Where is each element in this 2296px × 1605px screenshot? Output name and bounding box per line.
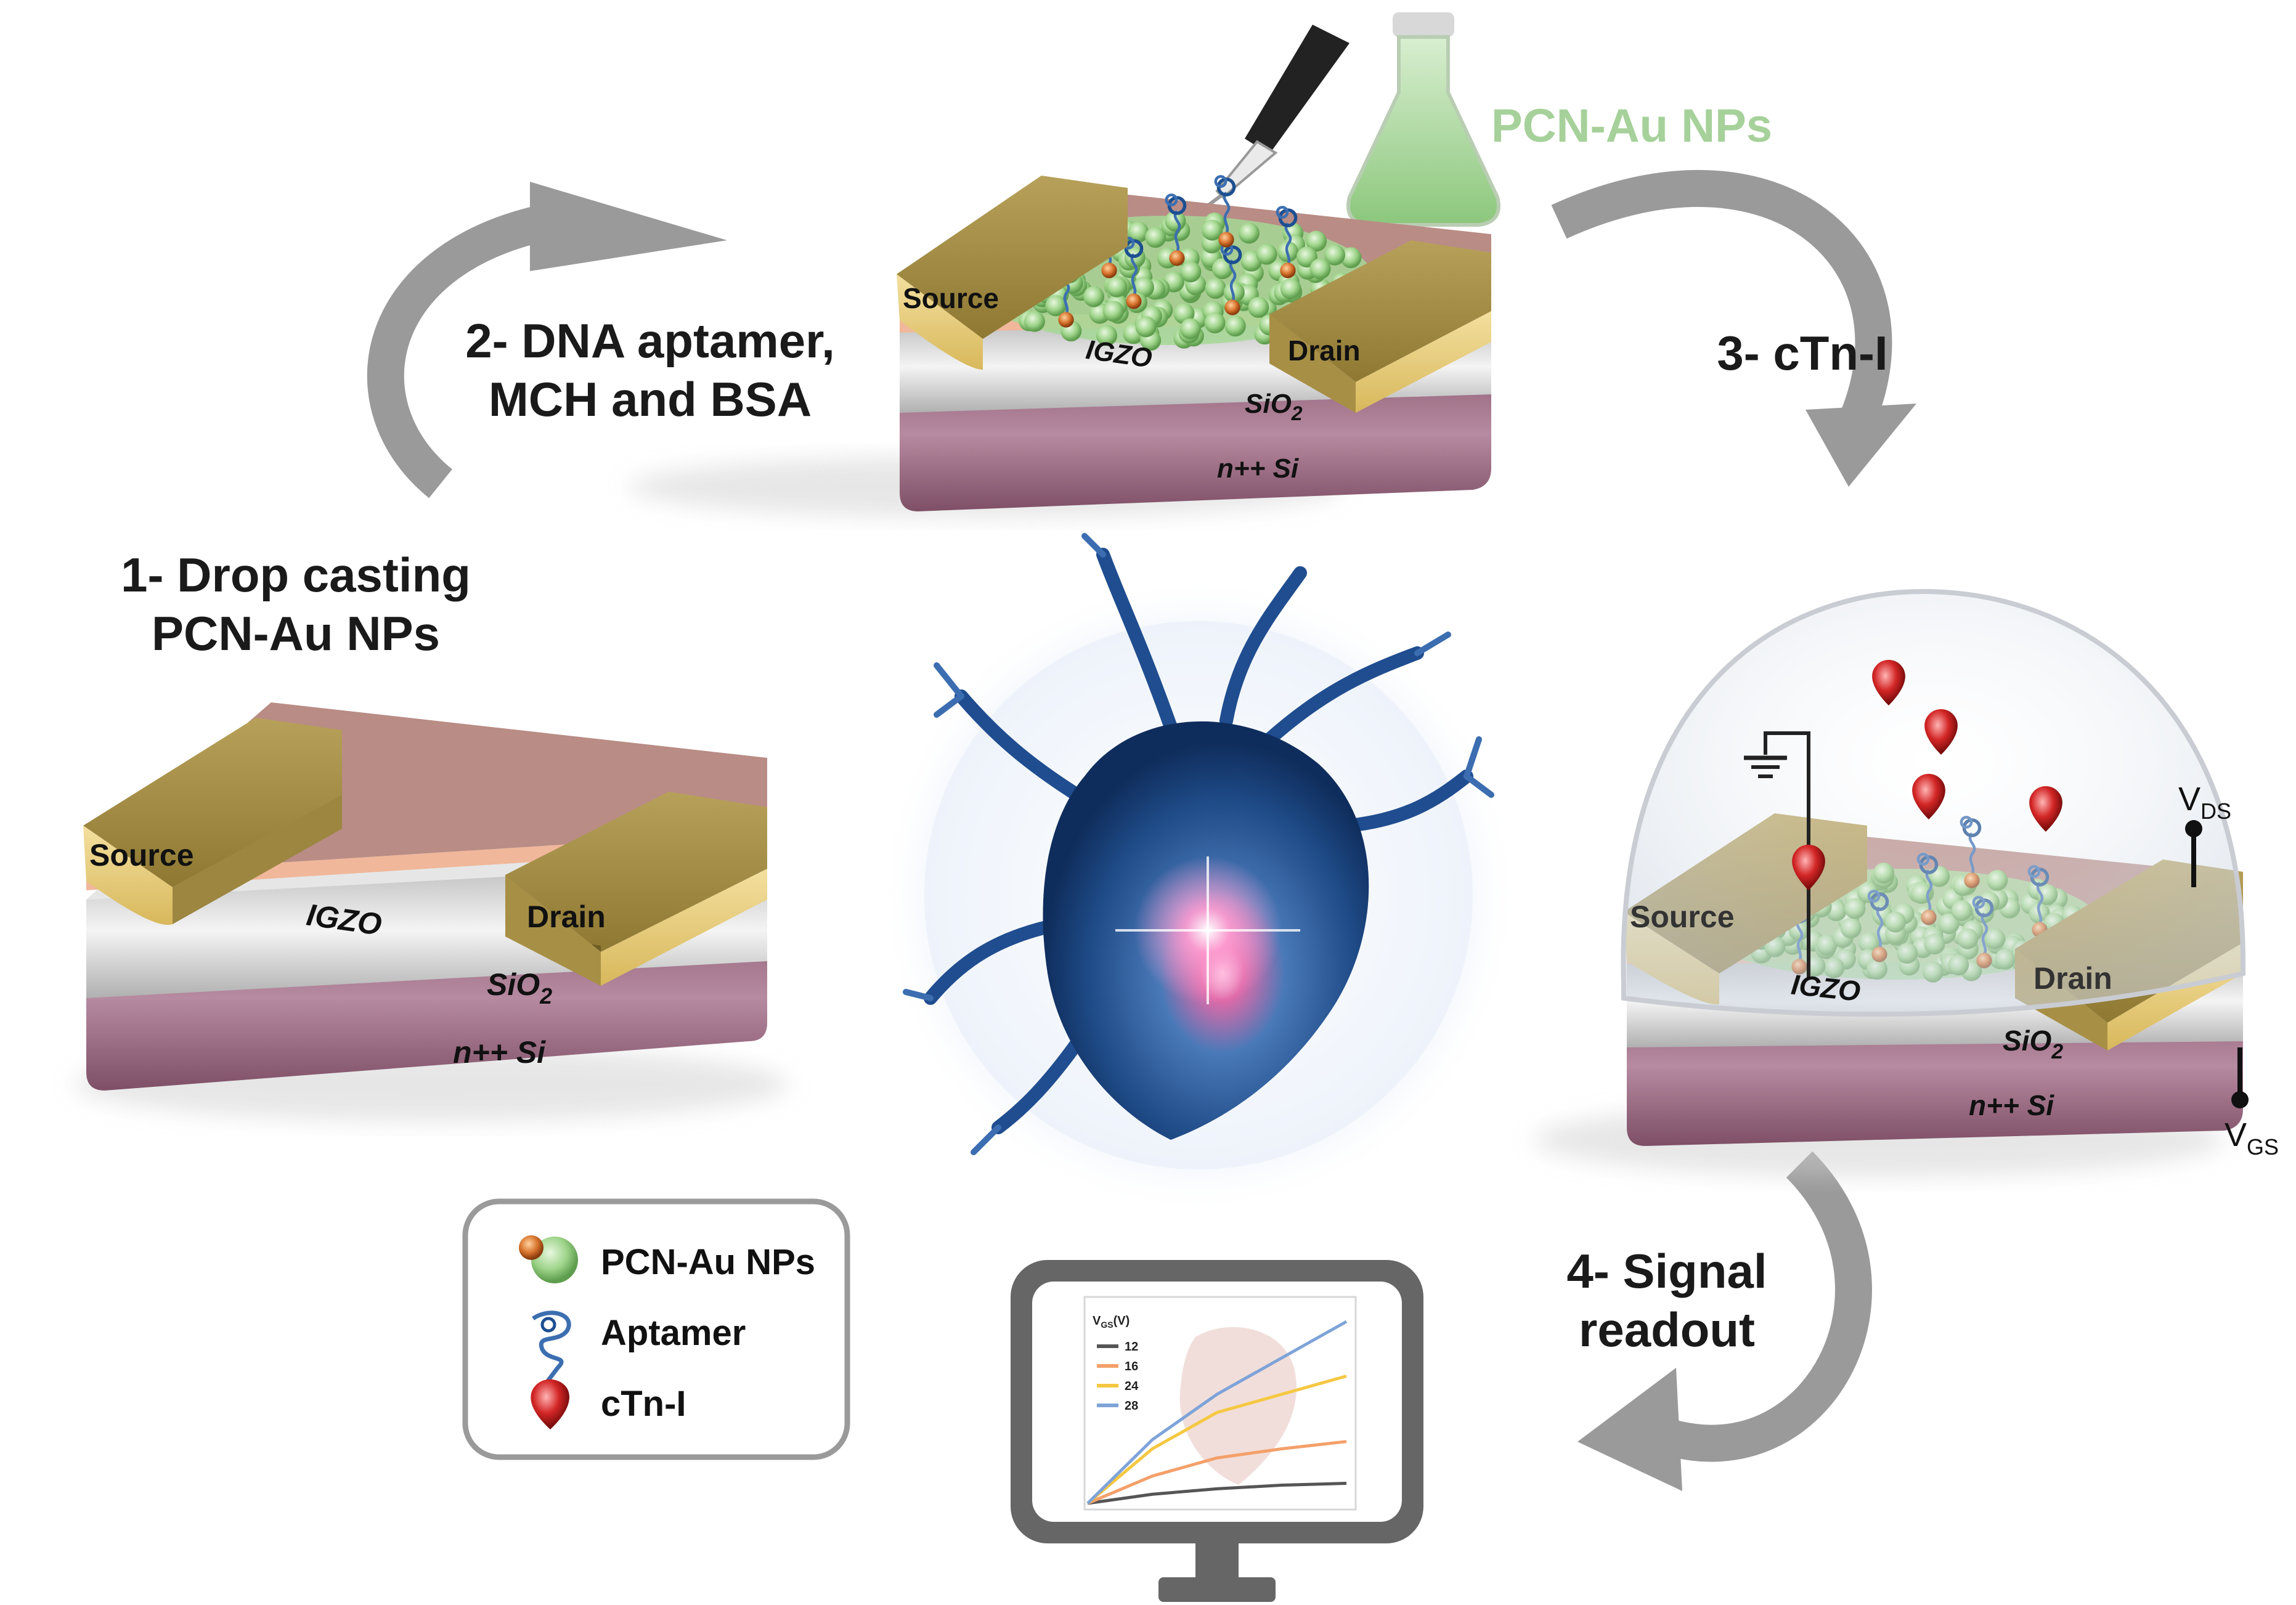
aptamer-icon xyxy=(532,1310,571,1391)
device1-drain-label: Drain xyxy=(527,900,606,934)
device1-source-label: Source xyxy=(89,838,194,872)
pipette-icon xyxy=(1197,25,1350,214)
vgs-probe-icon xyxy=(2231,1047,2249,1108)
pcn-nanoparticle xyxy=(1248,296,1269,318)
device2-drain-label: Drain xyxy=(1288,335,1361,367)
device-sensing xyxy=(1534,588,2249,1177)
aptamer-strand xyxy=(1165,193,1187,266)
step1-label-line1: 1- Drop casting xyxy=(121,548,471,602)
step1-label-line2: PCN-Au NPs xyxy=(152,606,440,660)
step4-label-line2: readout xyxy=(1579,1302,1755,1357)
step4-label-line1: 4- Signal xyxy=(1566,1244,1767,1298)
pcn-nanoparticle xyxy=(1106,276,1128,298)
heart-illustration xyxy=(878,533,1519,1216)
device-bare xyxy=(74,702,789,1121)
aptamer-strand xyxy=(1276,206,1298,278)
device3-source-label: Source xyxy=(1630,900,1735,934)
pcn-nanoparticle xyxy=(1179,318,1201,339)
chart-series-line-24 xyxy=(1086,1375,1347,1505)
device2-sio2-label: SiO2 xyxy=(1245,389,1303,425)
pcn-nanoparticle xyxy=(1324,244,1346,266)
ctn-i-protein xyxy=(1792,845,1825,890)
pcn-au-nanoparticle-icon xyxy=(519,1235,578,1283)
pcn-nanoparticle xyxy=(1180,261,1202,283)
legend-label-ctn-i: cTn-I xyxy=(601,1384,686,1424)
chart-series-line-12 xyxy=(1087,1482,1347,1505)
chart-legend-label-16: 16 xyxy=(1125,1360,1138,1373)
arrow-step1-to-step2 xyxy=(367,182,727,498)
chart-series-line-16 xyxy=(1087,1440,1347,1505)
device2-source-label: Source xyxy=(903,282,999,314)
pcn-nanoparticle xyxy=(1309,258,1331,280)
pcn-nanoparticle xyxy=(1223,282,1245,303)
chart-legend-title: VGS(V) xyxy=(1093,1314,1130,1330)
readout-chart: VGS(V) 12 16 24 28 xyxy=(1083,1296,1357,1511)
pcn-nanoparticle xyxy=(1224,315,1246,337)
legend-label-pcn-au: PCN-Au NPs xyxy=(601,1242,815,1282)
pcn-nanoparticle xyxy=(1256,243,1277,265)
ctn-i-protein xyxy=(1912,774,1945,819)
ctn-i-protein-icon xyxy=(531,1379,569,1429)
pcn-nanoparticle xyxy=(1238,222,1260,244)
step2-label-line1: 2- DNA aptamer, xyxy=(465,314,835,368)
pcn-nanoparticle xyxy=(1211,258,1233,280)
pcn-nanoparticle xyxy=(1083,286,1105,307)
pcn-nanoparticle xyxy=(1045,295,1067,317)
vgs-label: VGS xyxy=(2225,1116,2279,1160)
vds-label: VDS xyxy=(2178,781,2231,824)
pcn-nanoparticle xyxy=(1280,278,1301,299)
arrow-step2-to-step3 xyxy=(1551,170,1916,487)
ctn-i-protein xyxy=(1872,660,1905,705)
legend-label-aptamer: Aptamer xyxy=(601,1313,746,1353)
arrow-step3-to-step4 xyxy=(1577,1151,1872,1491)
pcn-nanoparticle xyxy=(1103,301,1125,322)
pcn-nanoparticle xyxy=(1340,247,1362,269)
device3-igzo-label: IGZO xyxy=(1789,968,1862,1007)
device1-si-label: n++ Si xyxy=(453,1035,546,1070)
device1-sio2-label: SiO2 xyxy=(487,967,552,1009)
legend-box: PCN-Au NPs Aptamer cTn-I xyxy=(462,1198,850,1460)
pcn-nanoparticle xyxy=(1135,316,1157,338)
device-functionalized xyxy=(629,175,1491,518)
vds-probe-icon xyxy=(2185,820,2202,887)
ctn-i-protein xyxy=(2029,786,2062,832)
device2-si-label: n++ Si xyxy=(1217,453,1299,484)
step3-label: 3- cTn-I xyxy=(1717,326,1887,380)
pcn-nanoparticle xyxy=(1306,230,1327,252)
pcn-nanoparticle xyxy=(1128,221,1149,243)
pcn-nanoparticle xyxy=(1024,311,1045,332)
pcn-nanoparticle xyxy=(1202,219,1223,241)
chart-series-line-28 xyxy=(1086,1320,1348,1505)
chart-legend-label-24: 24 xyxy=(1125,1379,1139,1393)
pcn-nanoparticle xyxy=(1096,325,1117,346)
aptamer-strand xyxy=(1214,175,1236,248)
chart-legend-label-12: 12 xyxy=(1125,1340,1138,1354)
device3-si-label: n++ Si xyxy=(1969,1089,2054,1121)
pcn-nanoparticle xyxy=(1205,278,1226,299)
pcn-nanoparticle xyxy=(1204,312,1226,334)
reagent-label: PCN-Au NPs xyxy=(1491,100,1772,152)
pcn-nanoparticle xyxy=(1145,227,1166,248)
device3-drain-label: Drain xyxy=(2033,961,2112,996)
device3-sio2-label: SiO2 xyxy=(2003,1025,2063,1063)
chart-legend-label-28: 28 xyxy=(1125,1399,1138,1413)
step2-label-line2: MCH and BSA xyxy=(489,372,812,426)
flask-icon xyxy=(1346,12,1500,227)
ctn-i-protein xyxy=(1924,709,1958,755)
